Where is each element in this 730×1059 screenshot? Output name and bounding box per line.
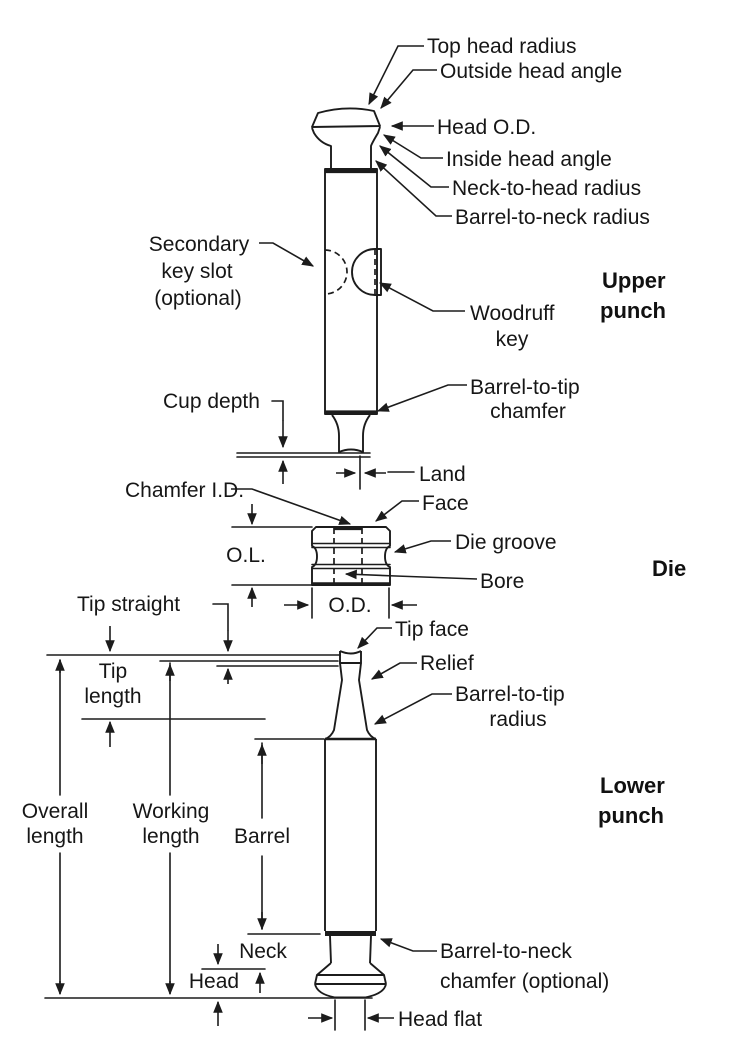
upper-punch-drawing (311, 107, 382, 453)
label-barrel-to-neck-chamfer-2: chamfer (optional) (440, 970, 609, 993)
lower-barrel-sides (324, 739, 377, 931)
section-lower-punch-1: Lower (600, 773, 665, 798)
label-barrel-to-tip-radius-1: Barrel-to-tip (455, 683, 565, 706)
leader-top-head-radius (368, 45, 424, 106)
label-barrel-to-tip-chamfer-1: Barrel-to-tip (470, 376, 580, 399)
die-drawing (311, 526, 391, 586)
leader-neck-to-head-radius (379, 145, 449, 188)
label-od: O.D. (328, 594, 371, 617)
label-land: Land (419, 463, 466, 486)
leader-die-groove (393, 540, 451, 554)
upper-head-cap (311, 107, 381, 128)
label-relief: Relief (420, 652, 474, 675)
leader-outside-head-angle (380, 69, 437, 109)
leader-barrel-to-tip-chamfer (376, 384, 467, 412)
label-cup-depth: Cup depth (163, 390, 260, 413)
label-secondary-key-slot-3: (optional) (154, 287, 242, 310)
label-working-length-2: length (142, 825, 199, 848)
text-labels: Top head radius Outside head angle Head … (22, 35, 687, 1031)
leader-relief (370, 662, 417, 680)
leader-woodruff-key (378, 282, 465, 312)
lower-head-outline (314, 962, 387, 999)
upper-barrel-outline (324, 168, 378, 415)
section-die: Die (652, 556, 686, 581)
dimension-reference-lines (44, 400, 415, 1031)
leader-barrel-to-neck-radius (375, 160, 452, 217)
label-overall-length-2: length (26, 825, 83, 848)
leader-tip-face (357, 627, 392, 649)
label-head-flat: Head flat (398, 1008, 482, 1031)
section-lower-punch-2: punch (598, 803, 664, 828)
die-outline (311, 526, 391, 586)
label-barrel-to-tip-radius-2: radius (489, 708, 546, 731)
label-secondary-key-slot-2: key slot (161, 260, 232, 283)
leader-face (375, 500, 419, 522)
label-neck: Neck (239, 940, 287, 963)
upper-tip-outline (331, 414, 371, 453)
upper-head-underside (311, 126, 381, 169)
section-upper-punch-1: Upper (602, 268, 666, 293)
secondary-key-slot-arc (324, 249, 348, 295)
label-barrel: Barrel (234, 825, 290, 848)
leader-barrel-to-tip-radius (373, 693, 452, 725)
label-tip-length-1: Tip (99, 660, 127, 683)
leader-bore (344, 569, 478, 580)
label-tip-face: Tip face (395, 618, 469, 641)
upper-barrel-heavy-edges (325, 168, 377, 415)
label-barrel-to-tip-chamfer-2: chamfer (490, 400, 566, 423)
leader-inside-head-angle (382, 134, 443, 159)
lower-relief-and-taper (324, 662, 377, 740)
label-inside-head-angle: Inside head angle (446, 148, 612, 171)
label-tip-straight: Tip straight (77, 593, 180, 616)
die-groove-lines (311, 542, 391, 570)
leader-secondary-key-slot (259, 242, 315, 267)
leader-arrows (55, 45, 478, 1026)
label-head: Head (189, 970, 239, 993)
label-woodruff-key-1: Woodruff (470, 302, 555, 325)
leader-barrel-to-neck-chamfer (379, 938, 437, 952)
label-neck-to-head-radius: Neck-to-head radius (452, 177, 641, 200)
label-chamfer-id: Chamfer I.D. (125, 479, 244, 502)
die-bore-lines (333, 528, 363, 585)
label-ol: O.L. (226, 544, 266, 567)
label-outside-head-angle: Outside head angle (440, 60, 622, 83)
lower-neck-sides (329, 935, 372, 964)
label-head-od: Head O.D. (437, 116, 536, 139)
label-working-length-1: Working (133, 800, 210, 823)
woodruff-key-shape (351, 248, 382, 296)
lower-punch-drawing (314, 650, 387, 999)
label-overall-length-1: Overall (22, 800, 89, 823)
label-tip-length-2: length (84, 685, 141, 708)
label-woodruff-key-2: key (496, 328, 529, 351)
label-face: Face (422, 492, 469, 515)
reference-lines (44, 400, 415, 1031)
lower-tip-face-arc (339, 650, 362, 655)
label-barrel-to-neck-chamfer-1: Barrel-to-neck (440, 940, 572, 963)
leader-chamfer-id (231, 488, 352, 525)
label-die-groove: Die groove (455, 531, 557, 554)
section-upper-punch-2: punch (600, 298, 666, 323)
label-bore: Bore (480, 570, 524, 593)
label-top-head-radius: Top head radius (427, 35, 576, 58)
label-secondary-key-slot-1: Secondary (149, 233, 250, 256)
label-barrel-to-neck-radius: Barrel-to-neck radius (455, 206, 650, 229)
